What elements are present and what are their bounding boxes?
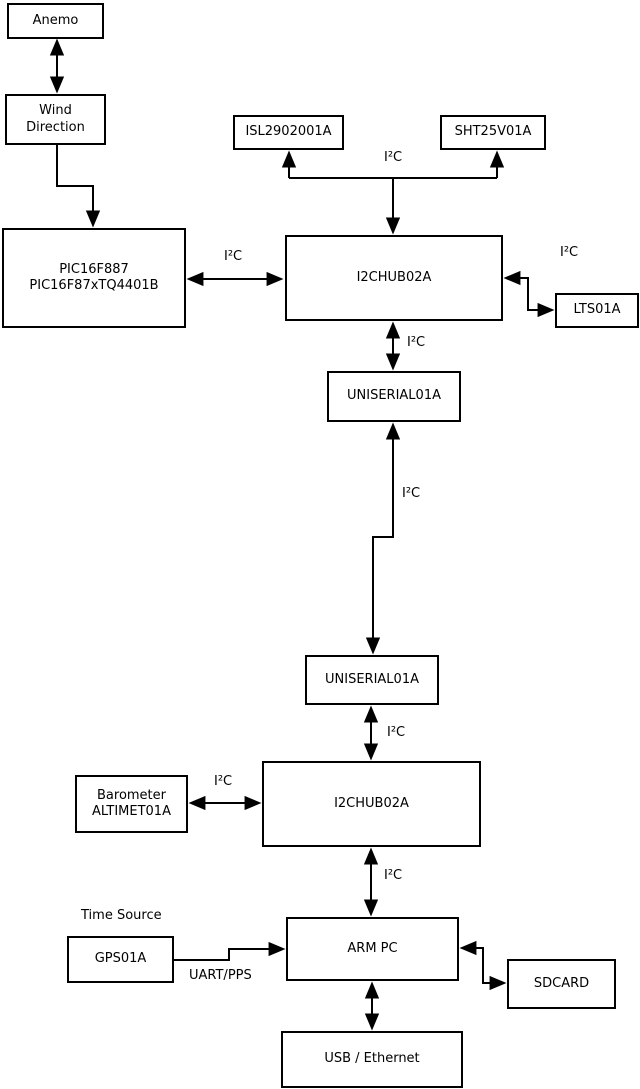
node-uniserial01a-top: UNISERIAL01A xyxy=(327,371,461,422)
edge-label-uart-pps: UART/PPS xyxy=(189,968,252,983)
edge-label-i2c-hub2-armpc: I²C xyxy=(384,868,403,883)
edge-uniserial-top-uniserial-bottom xyxy=(365,422,401,655)
edge-armpc-sdcard xyxy=(459,940,507,991)
edge-label-i2c-barometer: I²C xyxy=(214,774,233,789)
node-i2chub02a-bottom: I2CHUB02A xyxy=(262,761,481,847)
node-sht25v01a: SHT25V01A xyxy=(440,115,546,150)
node-lts01a: LTS01A xyxy=(555,293,639,328)
node-arm-pc: ARM PC xyxy=(286,917,459,981)
node-gps01a: GPS01A xyxy=(67,936,174,983)
edge-label-i2c-uniserial-link: I²C xyxy=(402,486,421,501)
edge-label-i2c-pic-hub: I²C xyxy=(224,249,243,264)
edge-label-time-source: Time Source xyxy=(81,908,162,923)
edge-label-i2c-hub-uniserial: I²C xyxy=(407,335,426,350)
node-barometer-altimet01a: Barometer ALTIMET01A xyxy=(75,775,188,833)
node-uniserial01a-bottom: UNISERIAL01A xyxy=(305,655,439,705)
edge-label-i2c-uniserial-hub2: I²C xyxy=(387,725,406,740)
node-i2chub02a-top: I2CHUB02A xyxy=(285,235,503,321)
edge-label-i2c-branch: I²C xyxy=(384,150,403,165)
edge-gps-armpc xyxy=(173,941,286,961)
edge-i2chub-top-lts xyxy=(503,270,555,318)
edge-label-i2c-hub-lts: I²C xyxy=(560,245,579,260)
node-pic16f887: PIC16F887 PIC16F87xTQ4401B xyxy=(2,228,186,328)
node-sdcard: SDCARD xyxy=(507,959,616,1009)
node-isl2902001a: ISL2902001A xyxy=(233,115,344,150)
node-usb-ethernet: USB / Ethernet xyxy=(281,1031,463,1088)
node-wind-direction: Wind Direction xyxy=(5,94,106,145)
node-anemo: Anemo xyxy=(7,3,104,39)
